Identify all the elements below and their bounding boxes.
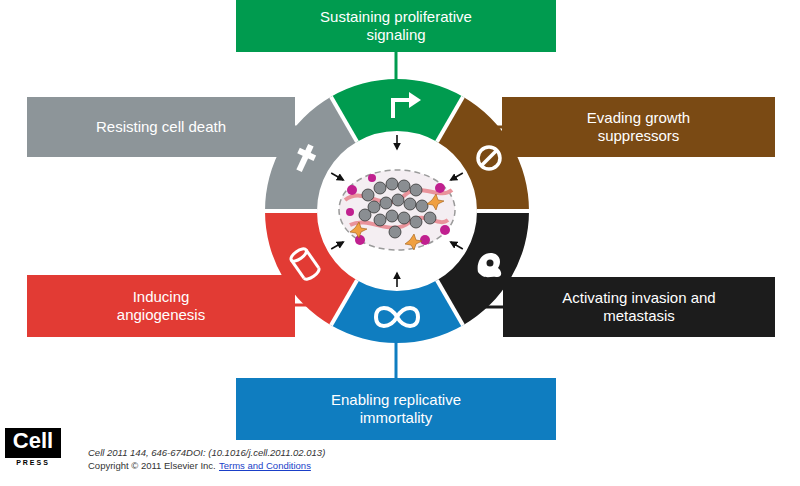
hallmark-box: Resisting cell death — [27, 97, 295, 157]
hallmark-label: Activating invasion and metastasis — [539, 289, 739, 325]
logo-subword: PRESS — [5, 459, 61, 467]
hallmark-label: Sustaining proliferative signaling — [301, 8, 491, 44]
ring — [265, 79, 529, 343]
hallmark-box: Sustaining proliferative signaling — [236, 0, 556, 52]
ring-icons — [289, 92, 501, 326]
hallmark-label: Evading growth suppressors — [551, 109, 726, 145]
hallmark-box: Activating invasion and metastasis — [503, 277, 775, 337]
hallmark-box: Evading growth suppressors — [502, 97, 775, 157]
logo-word: Cell — [5, 429, 61, 453]
logo-box — [5, 428, 61, 458]
inward-arrows — [331, 135, 463, 287]
hallmark-label: Enabling replicative immortality — [314, 391, 479, 427]
hallmark-box: Inducing angiogenesis — [27, 275, 295, 337]
citation: Cell 2011 144, 646-674DOI: (10.1016/j.ce… — [88, 448, 325, 458]
leader-lines — [290, 50, 506, 380]
hallmark-label: Inducing angiogenesis — [99, 288, 224, 324]
hallmark-box: Enabling replicative immortality — [236, 378, 556, 440]
hallmark-label: Resisting cell death — [96, 118, 226, 136]
tumor-illustration — [339, 170, 455, 250]
terms-link: Terms and Conditions — [219, 461, 311, 471]
copyright: Copyright © 2011 Elsevier Inc. — [88, 461, 216, 471]
